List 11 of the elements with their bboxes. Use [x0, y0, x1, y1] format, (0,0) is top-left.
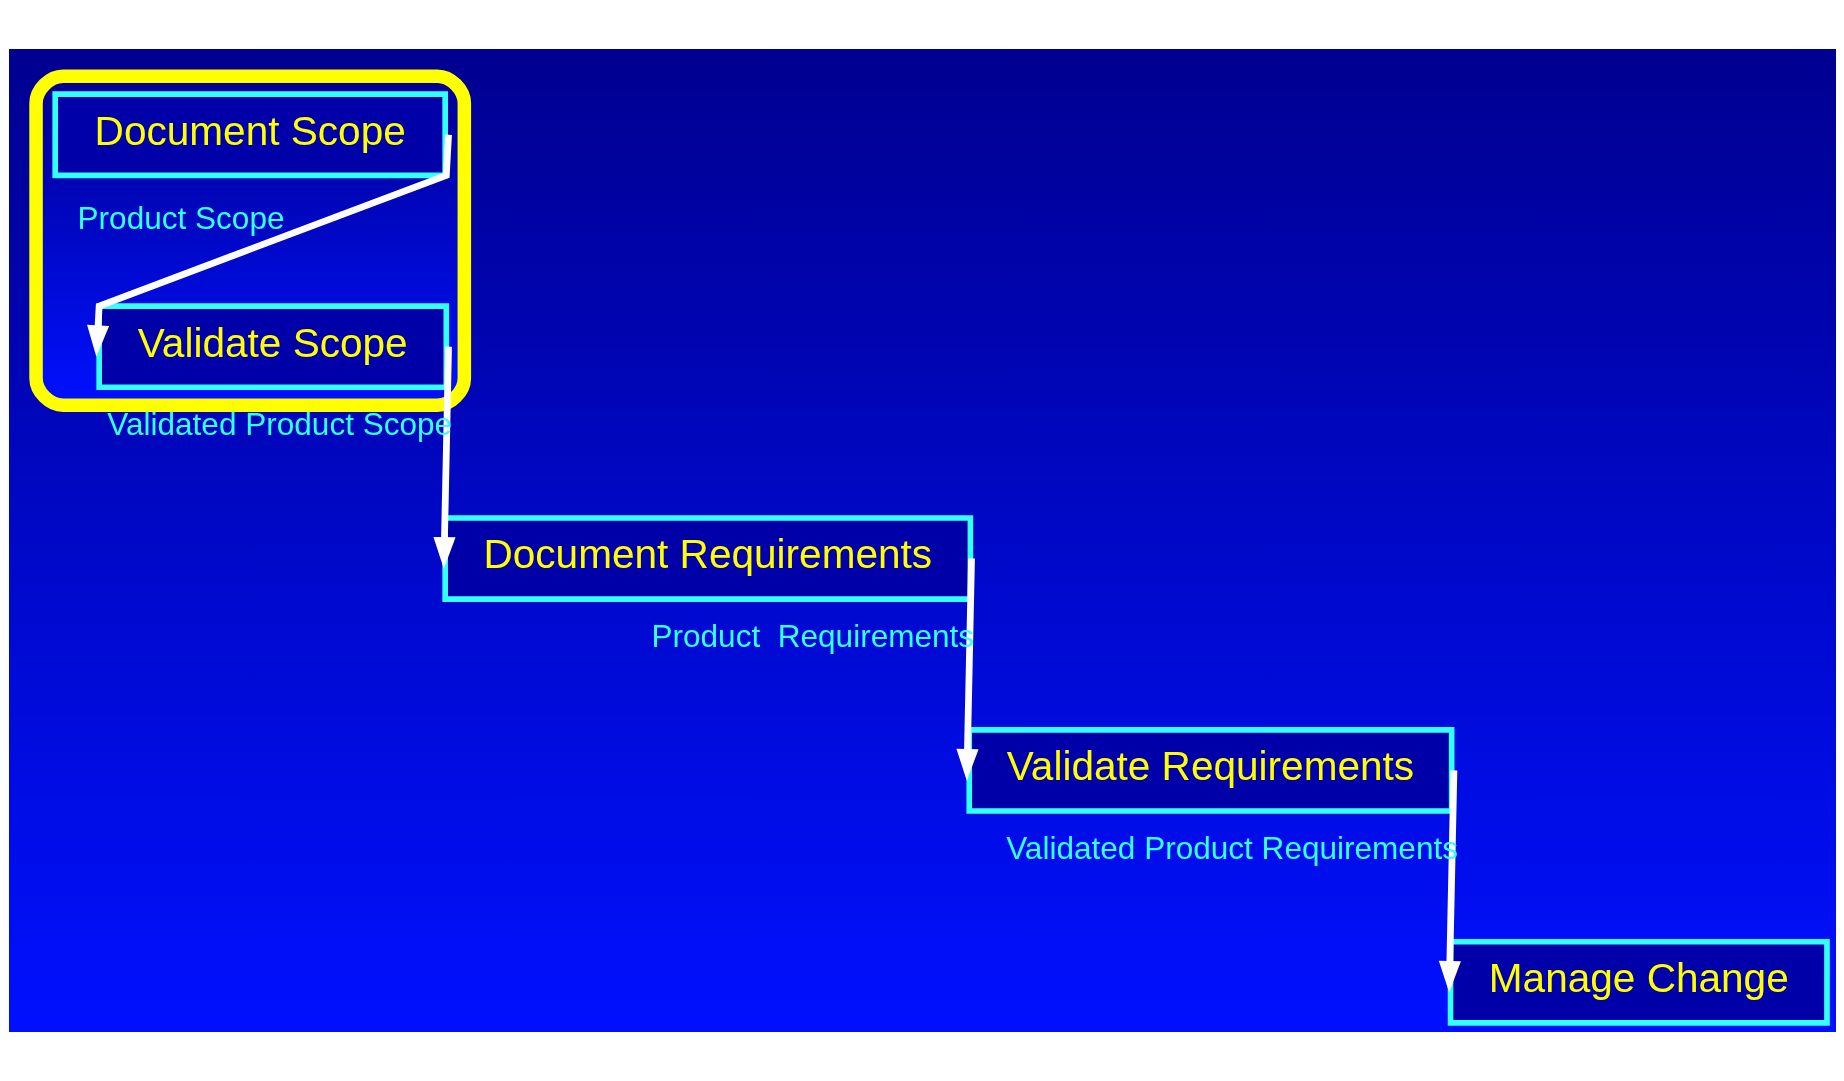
arrow — [955, 558, 979, 781]
node-box: Document Requirements — [441, 515, 973, 602]
node-box: Validate Scope — [95, 303, 449, 391]
node-box: Validate Requirements — [965, 727, 1454, 814]
arrow — [1438, 770, 1461, 993]
arrow — [432, 346, 456, 569]
cluster — [28, 69, 471, 412]
node-box: Document Scope — [51, 91, 448, 179]
edge-label: Product Scope — [77, 199, 285, 236]
arrow — [86, 134, 452, 357]
node-box: Manage Change — [1447, 938, 1830, 1026]
